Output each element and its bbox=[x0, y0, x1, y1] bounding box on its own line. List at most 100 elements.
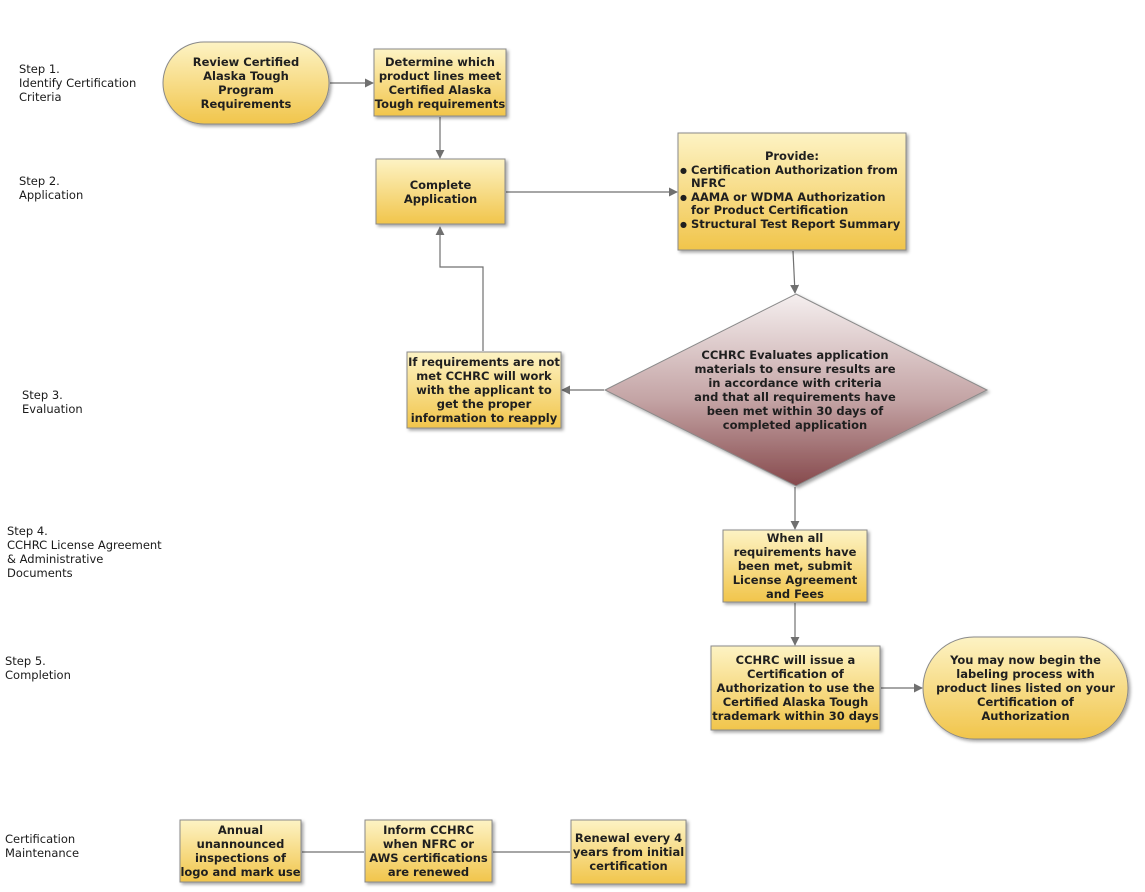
step-1-line: Step 1. bbox=[19, 62, 60, 76]
node-evaluates-line: in accordance with criteria bbox=[708, 376, 882, 390]
node-determine-line: Tough requirements bbox=[374, 96, 506, 111]
node-renewal-shape bbox=[570, 819, 687, 885]
node-labeling-line: product lines listed on your bbox=[936, 681, 1115, 695]
provide-list: Certification Authorization from NFRC AA… bbox=[680, 163, 904, 232]
step-5-label: Step 5. Completion bbox=[5, 654, 71, 682]
node-labeling-line: Authorization bbox=[981, 709, 1070, 723]
node-annual-shape bbox=[179, 819, 302, 883]
node-labeling-line: labeling process with bbox=[956, 667, 1095, 681]
node-determine-line: Certified Alaska bbox=[388, 82, 492, 97]
node-annual-line: Annual bbox=[217, 823, 264, 837]
node-issue-line: CCHRC will issue a bbox=[735, 653, 856, 667]
node-renewal-line: Renewal every 4 bbox=[574, 831, 683, 845]
node-annual-line: inspections of bbox=[194, 851, 287, 865]
node-notmet-line: information to reapply bbox=[410, 411, 558, 425]
node-issue-line: Certified Alaska Tough bbox=[722, 695, 869, 709]
arrow-notmet-to-complete bbox=[435, 226, 484, 351]
node-annual: Annual unannounced inspections of logo a… bbox=[180, 820, 301, 882]
node-labeling: You may now begin the labeling process w… bbox=[933, 637, 1118, 739]
node-license-line: When all bbox=[766, 531, 824, 545]
step-2-line: Application bbox=[19, 188, 84, 202]
node-license-line: and Fees bbox=[765, 587, 825, 601]
node-inform-shape bbox=[364, 819, 493, 883]
step-1-label: Step 1. Identify Certification Criteria bbox=[19, 62, 136, 104]
node-provide: Provide: Certification Authorization fro… bbox=[680, 149, 904, 232]
node-evaluates-line: materials to ensure results are bbox=[694, 362, 896, 376]
node-license-shape bbox=[722, 529, 868, 603]
shapes bbox=[162, 41, 1129, 885]
node-evaluates-line: CCHRC Evaluates application bbox=[701, 348, 889, 362]
node-evaluates-line: and that all requirements have bbox=[694, 390, 896, 404]
node-license-line: been met, submit bbox=[737, 559, 853, 573]
node-complete: Complete Application bbox=[376, 159, 505, 224]
node-inform: Inform CCHRC when NFRC or AWS certificat… bbox=[365, 820, 492, 882]
node-complete-line: Application bbox=[403, 191, 478, 206]
node-determine-shape bbox=[373, 48, 507, 117]
provide-item: Certification Authorization from NFRC bbox=[680, 163, 904, 191]
node-review-line: Requirements bbox=[200, 97, 292, 111]
arrow-provide-to-evaluates bbox=[790, 250, 800, 294]
step-4-line: Step 4. bbox=[7, 524, 48, 538]
node-evaluates: CCHRC Evaluates application materials to… bbox=[672, 345, 918, 435]
node-renewal: Renewal every 4 years from initial certi… bbox=[571, 820, 686, 884]
node-evaluates-shape bbox=[603, 293, 989, 487]
node-inform-line: when NFRC or bbox=[382, 837, 475, 851]
maintenance-line: Certification bbox=[5, 832, 76, 846]
step-3-line: Step 3. bbox=[22, 388, 63, 402]
step-3-label: Step 3. Evaluation bbox=[22, 388, 83, 416]
provide-heading: Provide: bbox=[764, 149, 820, 163]
node-license-line: License Agreement bbox=[732, 573, 858, 587]
node-license: When all requirements have been met, sub… bbox=[723, 530, 867, 602]
node-determine: Determine which product lines meet Certi… bbox=[374, 49, 506, 116]
node-labeling-line: Certification of bbox=[977, 695, 1074, 709]
provide-item: Structural Test Report Summary bbox=[680, 217, 904, 232]
step-1-line: Identify Certification bbox=[19, 76, 137, 90]
step-4-label: Step 4. CCHRC License Agreement & Admini… bbox=[7, 524, 162, 580]
node-review-line: Review Certified bbox=[192, 55, 300, 69]
step-5-line: Completion bbox=[5, 668, 71, 682]
node-determine-line: product lines meet bbox=[378, 68, 502, 83]
node-notmet-line: with the applicant to bbox=[416, 383, 552, 397]
node-license-line: requirements have bbox=[733, 545, 857, 559]
node-issue: CCHRC will issue a Certification of Auth… bbox=[711, 646, 880, 730]
node-notmet-shape bbox=[406, 351, 562, 429]
step-2-label: Step 2. Application bbox=[19, 174, 83, 202]
node-complete-shape bbox=[375, 158, 506, 225]
provide-item: AAMA or WDMA Authorization for Product C… bbox=[680, 190, 904, 218]
node-notmet-line: met CCHRC will work bbox=[416, 369, 552, 383]
node-notmet-line: If requirements are not bbox=[408, 355, 560, 369]
node-determine-line: Determine which bbox=[385, 54, 495, 69]
maintenance-line: Maintenance bbox=[5, 846, 80, 860]
node-renewal-line: years from initial bbox=[572, 845, 685, 859]
node-issue-shape bbox=[710, 645, 881, 731]
node-issue-line: trademark within 30 days bbox=[712, 709, 879, 723]
node-labeling-line: You may now begin the bbox=[950, 653, 1101, 667]
node-annual-line: logo and mark use bbox=[180, 865, 301, 879]
node-evaluates-line: completed application bbox=[722, 418, 868, 432]
node-notmet: If requirements are not met CCHRC will w… bbox=[407, 352, 561, 428]
node-renewal-line: certification bbox=[589, 859, 668, 873]
step-4-line: CCHRC License Agreement bbox=[7, 538, 162, 552]
step-5-line: Step 5. bbox=[5, 654, 46, 668]
node-inform-line: are renewed bbox=[387, 865, 470, 879]
node-annual-line: unannounced bbox=[196, 837, 285, 851]
node-labeling-shape bbox=[922, 636, 1129, 740]
step-2-line: Step 2. bbox=[19, 174, 60, 188]
node-issue-line: Authorization to use the bbox=[716, 681, 875, 695]
node-inform-line: AWS certifications bbox=[369, 851, 488, 865]
step-3-line: Evaluation bbox=[22, 402, 83, 416]
node-issue-line: Certification of bbox=[747, 667, 844, 681]
connectors bbox=[302, 78, 923, 853]
step-4-line: Documents bbox=[7, 566, 73, 580]
node-evaluates-line: been met within 30 days of bbox=[706, 404, 884, 418]
node-complete-line: Complete bbox=[409, 177, 472, 192]
node-review-line: Program bbox=[218, 83, 274, 97]
node-review-line: Alaska Tough bbox=[203, 69, 289, 83]
node-notmet-line: get the proper bbox=[436, 397, 532, 411]
node-review: Review Certified Alaska Tough Program Re… bbox=[170, 42, 322, 124]
maintenance-label: Certification Maintenance bbox=[5, 832, 79, 860]
step-4-line: & Administrative bbox=[7, 552, 104, 566]
step-1-line: Criteria bbox=[19, 90, 62, 104]
node-review-shape bbox=[162, 41, 330, 125]
